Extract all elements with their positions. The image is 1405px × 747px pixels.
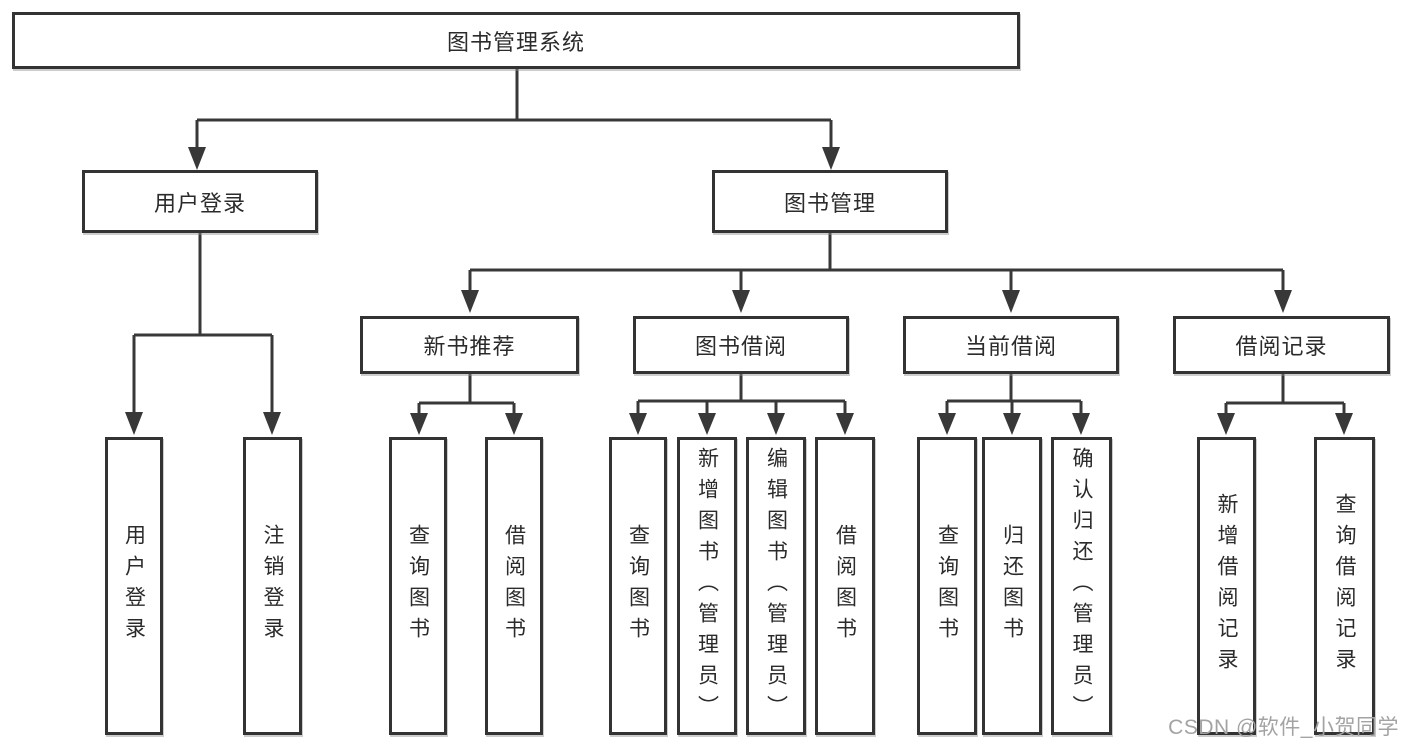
edge-book-split (468, 233, 1285, 292)
node-current-borrow-label: 当前借阅 (964, 334, 1057, 359)
node-book-borrow: 图书借阅 (633, 316, 849, 374)
leaf-borrow-query-books: 查询图书 (609, 437, 667, 735)
leaf-query-borrow-record-label: 查询借阅记录 (1333, 493, 1356, 679)
node-user-login-branch: 用户登录 (82, 170, 318, 233)
leaf-query-borrow-record: 查询借阅记录 (1314, 437, 1375, 735)
node-book-management-branch: 图书管理 (712, 170, 948, 233)
leaf-current-query-books-label: 查询图书 (935, 524, 959, 648)
leaf-logout: 注销登录 (243, 437, 302, 735)
leaf-borrow-books: 借阅图书 (815, 437, 875, 735)
leaf-edit-books-admin-label: 编辑图书（管理员） (764, 446, 788, 726)
node-user-login-branch-label: 用户登录 (153, 190, 246, 216)
leaf-user-login: 用户登录 (105, 437, 163, 735)
leaf-recommend-borrow-books: 借阅图书 (485, 437, 543, 735)
leaf-recommend-query-books-label: 查询图书 (406, 524, 430, 648)
edge-user-split (132, 233, 274, 414)
leaf-return-books-label: 归还图书 (1000, 524, 1024, 648)
leaf-return-books: 归还图书 (982, 437, 1042, 735)
leaf-borrow-books-label: 借阅图书 (833, 524, 857, 648)
leaf-confirm-return-admin: 确认归还（管理员） (1051, 437, 1112, 735)
arrowheads (125, 147, 1353, 435)
leaf-recommend-borrow-books-label: 借阅图书 (502, 524, 526, 648)
leaf-edit-books-admin: 编辑图书（管理员） (746, 437, 806, 735)
leaf-add-borrow-record: 新增借阅记录 (1197, 437, 1256, 735)
node-book-borrow-label: 图书借阅 (694, 334, 787, 359)
edge-module3-split (945, 374, 1083, 415)
node-new-book-recommend-label: 新书推荐 (423, 334, 516, 359)
edge-module4-split (1224, 374, 1346, 415)
node-root-system: 图书管理系统 (12, 12, 1020, 69)
leaf-recommend-query-books: 查询图书 (389, 437, 447, 735)
node-root-system-label: 图书管理系统 (446, 29, 585, 55)
node-borrow-records: 借阅记录 (1173, 316, 1390, 374)
edge-root-split (195, 69, 833, 149)
node-new-book-recommend: 新书推荐 (360, 316, 579, 374)
csdn-watermark: CSDN @软件_小贺同学 (1168, 716, 1399, 739)
leaf-add-borrow-record-label: 新增借阅记录 (1215, 493, 1238, 679)
leaf-add-books-admin: 新增图书（管理员） (677, 437, 737, 735)
leaf-borrow-query-books-label: 查询图书 (626, 524, 650, 648)
leaf-current-query-books: 查询图书 (917, 437, 977, 735)
leaf-confirm-return-admin-label: 确认归还（管理员） (1070, 446, 1093, 726)
leaf-add-books-admin-label: 新增图书（管理员） (695, 446, 719, 726)
node-book-management-branch-label: 图书管理 (783, 190, 876, 216)
node-borrow-records-label: 借阅记录 (1235, 334, 1328, 359)
edge-module1-split (417, 374, 516, 415)
node-current-borrow: 当前借阅 (903, 316, 1119, 374)
leaf-logout-label: 注销登录 (261, 524, 284, 648)
edge-module2-split (636, 374, 847, 415)
leaf-user-login-label: 用户登录 (122, 524, 146, 648)
